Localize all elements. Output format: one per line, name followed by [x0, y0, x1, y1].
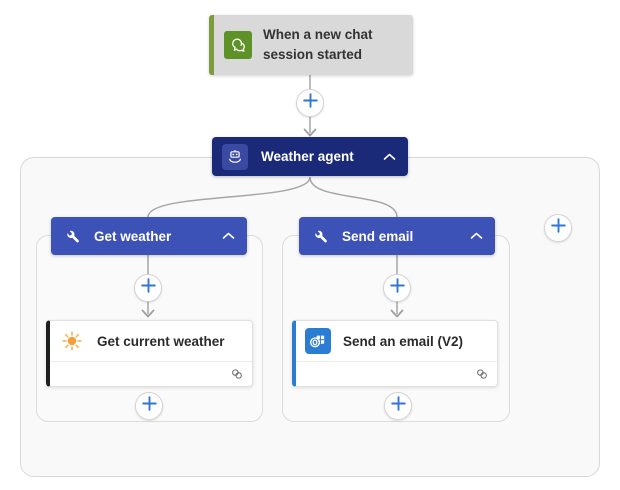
chat-trigger-icon	[224, 31, 252, 59]
action-card-get-current-weather[interactable]: Get current weather	[46, 320, 253, 387]
branch-header-get-weather[interactable]: Get weather	[51, 217, 247, 255]
plus-icon	[140, 278, 156, 298]
insert-step-in-send-email-button[interactable]	[383, 274, 411, 302]
trigger-label: When a new chat session started	[263, 27, 373, 62]
action-card-send-an-email-v2[interactable]: Send an email (V2)	[292, 320, 498, 387]
bot-icon	[222, 143, 248, 170]
branch-label: Get weather	[94, 228, 172, 244]
plus-icon	[390, 396, 406, 416]
chevron-up-icon[interactable]	[222, 232, 235, 240]
branch-header-send-email[interactable]: Send email	[299, 217, 495, 255]
card-footer	[296, 361, 497, 386]
add-branch-button[interactable]	[544, 214, 572, 242]
chevron-up-icon[interactable]	[470, 232, 483, 240]
insert-step-between-trigger-and-agent-button[interactable]	[296, 89, 324, 117]
agent-node-weather-agent[interactable]: Weather agent	[212, 137, 408, 176]
sun-icon	[59, 328, 85, 354]
connection-icon[interactable]	[230, 367, 244, 381]
plus-icon	[302, 93, 318, 113]
wrench-icon	[314, 229, 329, 244]
plus-icon	[389, 278, 405, 298]
add-step-below-get-weather-card-button[interactable]	[135, 392, 163, 420]
add-step-below-send-email-card-button[interactable]	[384, 392, 412, 420]
chevron-up-icon[interactable]	[383, 153, 396, 161]
card-footer	[50, 361, 252, 386]
agent-label: Weather agent	[261, 149, 354, 164]
wrench-icon	[66, 229, 81, 244]
connection-icon[interactable]	[475, 367, 489, 381]
insert-step-in-get-weather-button[interactable]	[134, 274, 162, 302]
card-main-row: Send an email (V2)	[296, 321, 497, 361]
action-label: Send an email (V2)	[343, 333, 464, 349]
arrowhead-icon	[303, 128, 317, 137]
branch-label: Send email	[342, 228, 414, 244]
plus-icon	[141, 396, 157, 416]
card-main-row: Get current weather	[50, 321, 252, 361]
plus-icon	[550, 218, 566, 238]
trigger-node-chat-session[interactable]: When a new chat session started	[209, 15, 413, 75]
action-label: Get current weather	[97, 333, 225, 349]
outlook-icon	[305, 328, 331, 354]
